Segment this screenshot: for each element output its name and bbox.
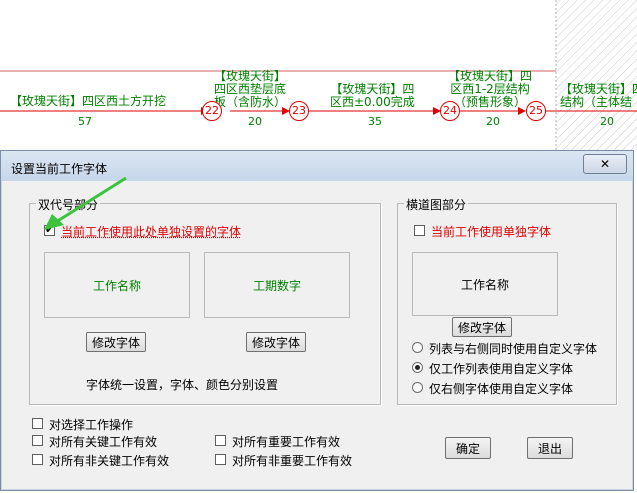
task-duration: 20 bbox=[486, 115, 500, 128]
task-label[interactable]: 【玫瑰天街】 四区西垫层底 板（含防水） bbox=[214, 70, 286, 109]
task-duration: 20 bbox=[248, 115, 262, 128]
all-key-label[interactable]: 对所有关键工作有效 bbox=[49, 433, 157, 450]
radio-right-custom-label[interactable]: 仅右侧字体使用自定义字体 bbox=[429, 380, 573, 397]
annotation-arrow-icon bbox=[30, 170, 170, 240]
close-button[interactable]: ✕ bbox=[583, 154, 627, 174]
task-label[interactable]: 【玫瑰天街】四 结构（主体结 bbox=[560, 83, 637, 109]
gantt-own-font-checkbox[interactable] bbox=[414, 225, 425, 236]
event-node[interactable]: 22 bbox=[202, 101, 222, 121]
event-node[interactable]: 25 bbox=[526, 101, 546, 121]
selected-work-checkbox[interactable] bbox=[32, 418, 43, 429]
modify-duration-font-button[interactable]: 修改字体 bbox=[246, 332, 306, 352]
all-nonimportant-label[interactable]: 对所有非重要工作有效 bbox=[232, 452, 352, 469]
task-label[interactable]: 【玫瑰天街】四 区西±0.00完成 bbox=[330, 83, 415, 109]
task-label[interactable]: 【玫瑰天街】四 区西1-2层结构 （预售形象） bbox=[448, 70, 532, 109]
gantt-work-name-preview: 工作名称 bbox=[412, 252, 558, 316]
all-key-checkbox[interactable] bbox=[32, 435, 43, 446]
hatched-nonworking-area bbox=[556, 0, 637, 150]
all-important-label[interactable]: 对所有重要工作有效 bbox=[232, 433, 340, 450]
selected-work-label[interactable]: 对选择工作操作 bbox=[49, 416, 133, 433]
radio-list-custom-label[interactable]: 仅工作列表使用自定义字体 bbox=[429, 360, 573, 377]
work-name-preview: 工作名称 bbox=[44, 252, 190, 318]
network-diagram: 【玫瑰天街】四区西土方开挖 【玫瑰天街】 四区西垫层底 板（含防水） 【玫瑰天街… bbox=[0, 0, 637, 150]
task-duration: 35 bbox=[368, 115, 382, 128]
gantt-modify-font-button[interactable]: 修改字体 bbox=[452, 317, 512, 337]
diagram-lines bbox=[0, 0, 637, 150]
group-legend: 横道图部分 bbox=[404, 196, 468, 213]
radio-right-custom[interactable] bbox=[412, 382, 423, 393]
exit-button[interactable]: 退出 bbox=[527, 437, 573, 459]
task-duration: 57 bbox=[78, 115, 92, 128]
radio-both-custom-label[interactable]: 列表与右侧同时使用自定义字体 bbox=[429, 340, 597, 357]
modify-name-font-button[interactable]: 修改字体 bbox=[86, 332, 146, 352]
duration-preview: 工期数字 bbox=[204, 252, 350, 318]
event-node[interactable]: 24 bbox=[440, 101, 460, 121]
ok-button[interactable]: 确定 bbox=[445, 437, 491, 459]
all-nonimportant-checkbox[interactable] bbox=[215, 454, 226, 465]
task-duration: 20 bbox=[600, 115, 614, 128]
gantt-group: 横道图部分 当前工作使用单独字体 工作名称 修改字体 列表与右侧同时使用自定义字… bbox=[397, 203, 617, 405]
all-important-checkbox[interactable] bbox=[215, 435, 226, 446]
all-nonkey-checkbox[interactable] bbox=[32, 454, 43, 465]
radio-both-custom[interactable] bbox=[412, 342, 423, 353]
all-nonkey-label[interactable]: 对所有非关键工作有效 bbox=[49, 452, 169, 469]
font-note: 字体统一设置，字体、颜色分别设置 bbox=[86, 376, 278, 393]
radio-list-custom[interactable] bbox=[412, 362, 423, 373]
gantt-own-font-label[interactable]: 当前工作使用单独字体 bbox=[431, 223, 551, 240]
event-node[interactable]: 23 bbox=[289, 101, 309, 121]
task-label[interactable]: 【玫瑰天街】四区西土方开挖 bbox=[10, 95, 166, 108]
close-icon: ✕ bbox=[600, 157, 610, 171]
